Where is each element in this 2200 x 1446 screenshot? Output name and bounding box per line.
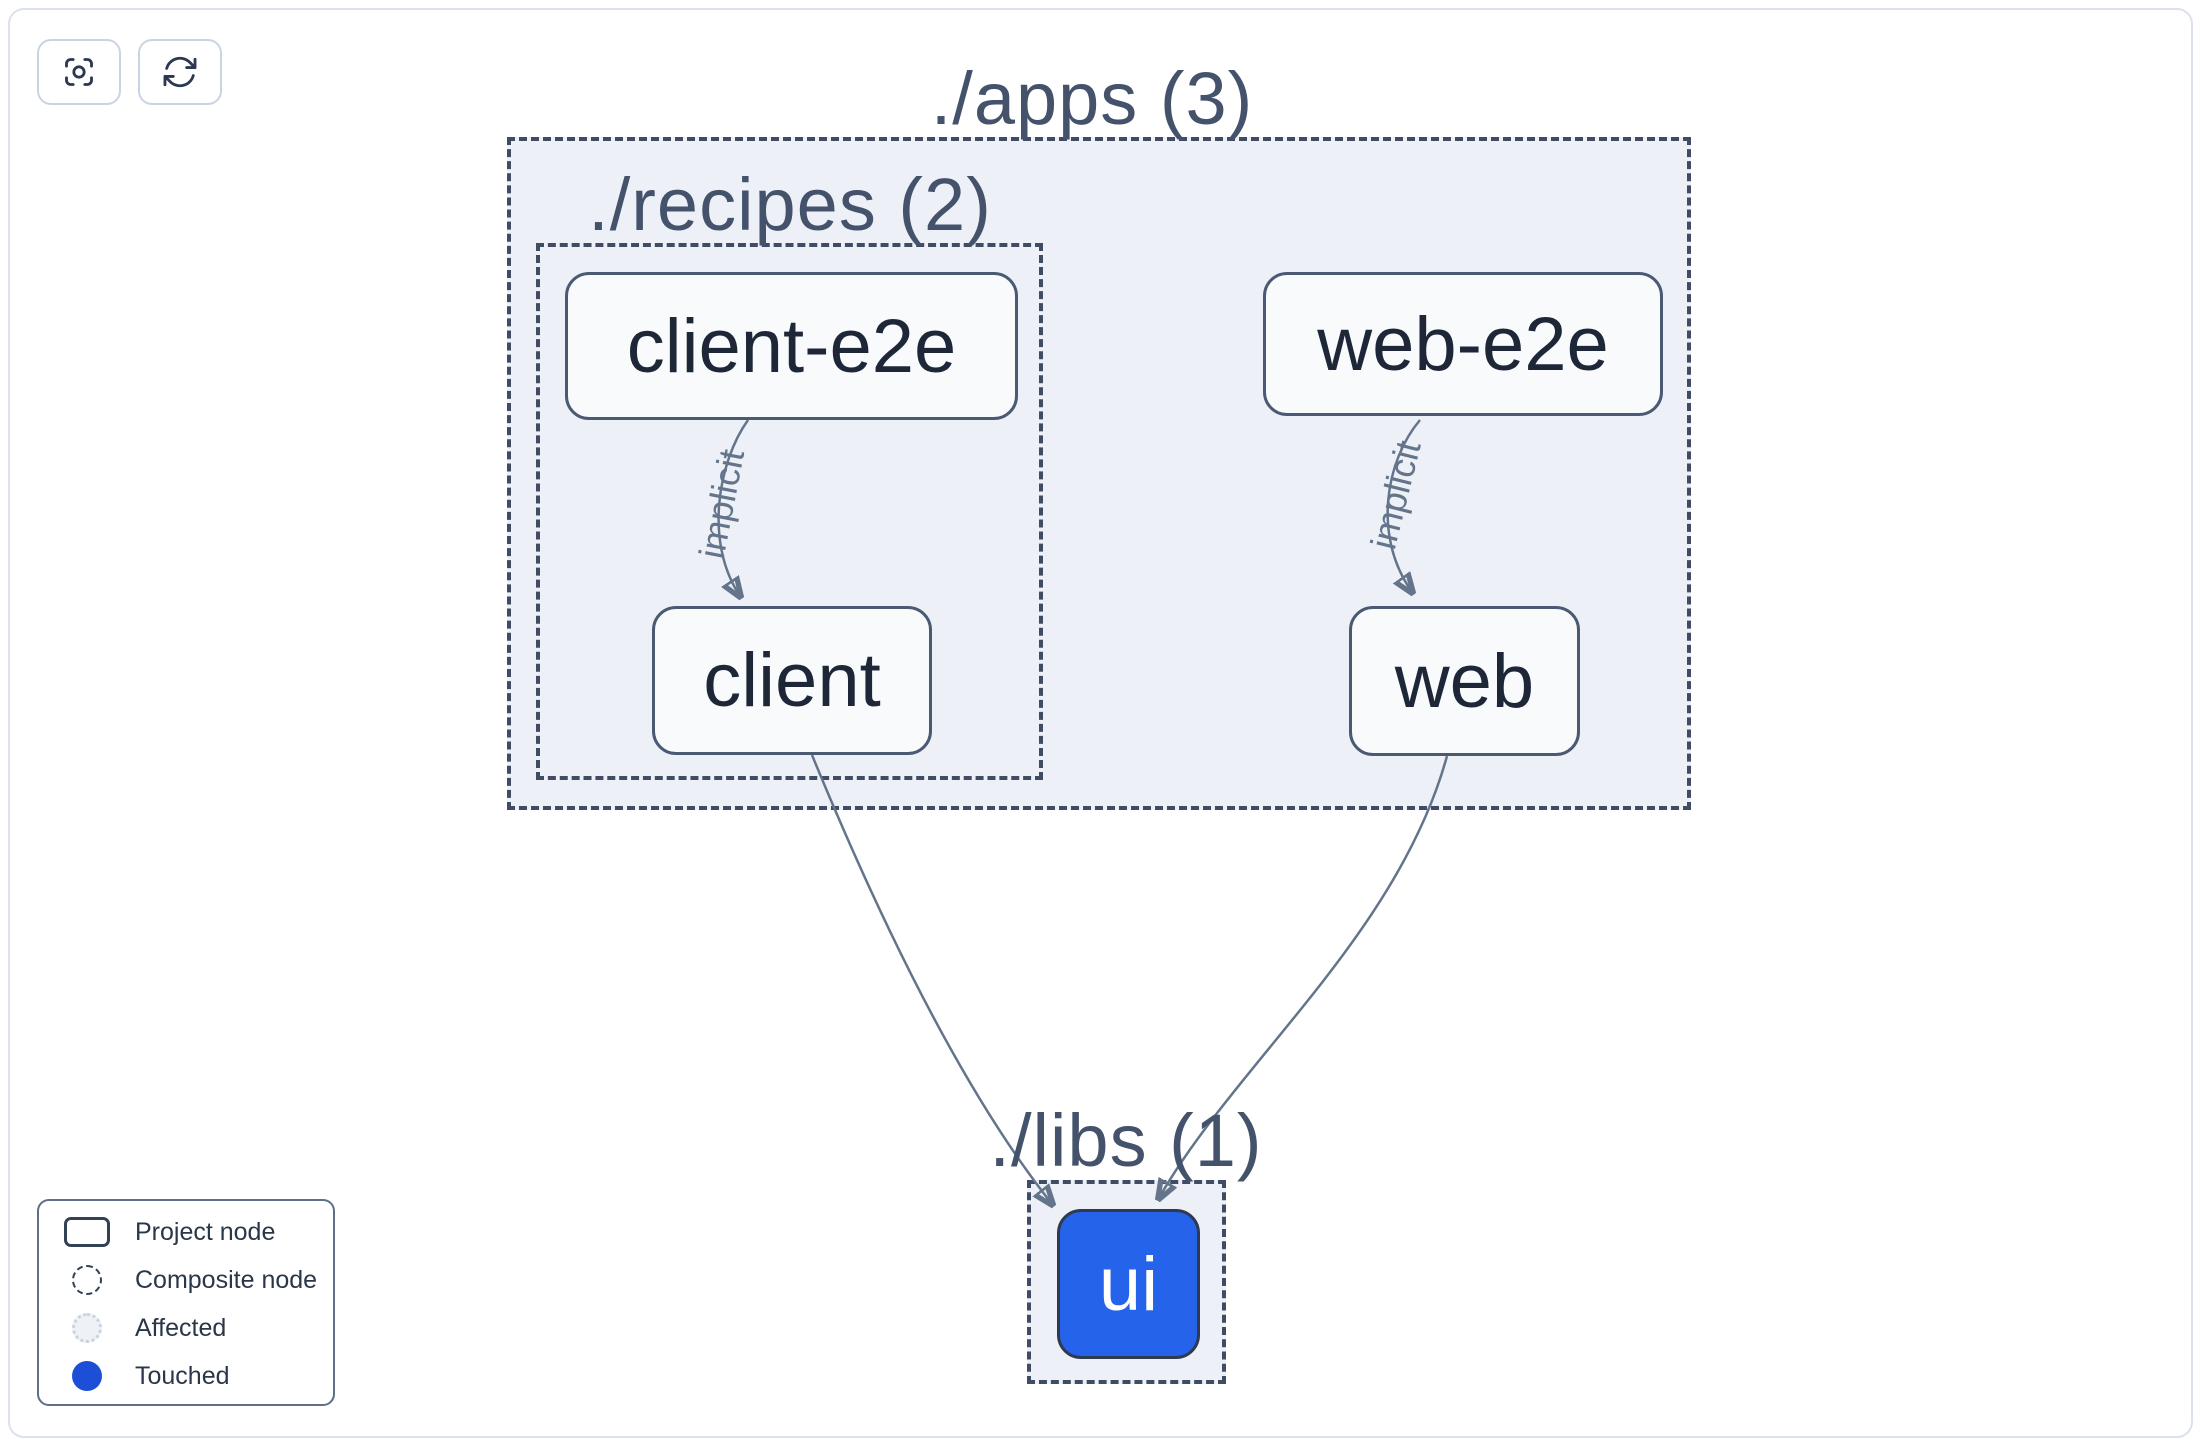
group-recipes-label: ./recipes (2) — [588, 163, 992, 246]
group-apps-label: ./apps (3) — [930, 57, 1254, 140]
group-libs-label: ./libs (1) — [989, 1099, 1263, 1182]
touched-swatch — [72, 1361, 102, 1391]
project-node-client-e2e[interactable]: client-e2e — [565, 272, 1018, 420]
refresh-button[interactable] — [138, 39, 222, 105]
legend-item-touched: Touched — [39, 1352, 333, 1400]
project-node-web-e2e[interactable]: web-e2e — [1263, 272, 1663, 416]
focus-icon — [65, 58, 93, 86]
project-node-client[interactable]: client — [652, 606, 932, 755]
legend-item-project-node: Project node — [39, 1208, 333, 1256]
legend-item-composite-node: Composite node — [39, 1256, 333, 1304]
legend-label: Touched — [135, 1361, 230, 1390]
zoom-to-fit-button[interactable] — [37, 39, 121, 105]
edge-web-e2e-to-web — [1386, 419, 1421, 592]
legend-item-affected: Affected — [39, 1304, 333, 1352]
legend-label: Composite node — [135, 1265, 318, 1294]
legend-label: Project node — [135, 1217, 276, 1246]
project-node-swatch — [64, 1217, 110, 1247]
edge-client-e2e-to-client — [717, 419, 750, 596]
edge-client-to-ui — [810, 754, 1052, 1204]
composite-node-swatch — [72, 1265, 102, 1295]
legend-label: Affected — [135, 1313, 227, 1342]
edge-web-to-ui — [1159, 755, 1449, 1198]
project-node-web[interactable]: web — [1349, 606, 1580, 756]
refresh-icon — [163, 56, 197, 88]
project-node-ui[interactable]: ui — [1057, 1209, 1200, 1359]
graph-canvas — [8, 8, 2193, 1438]
affected-swatch — [72, 1313, 102, 1343]
legend-panel: Project node Composite node Affected Tou… — [37, 1199, 335, 1406]
